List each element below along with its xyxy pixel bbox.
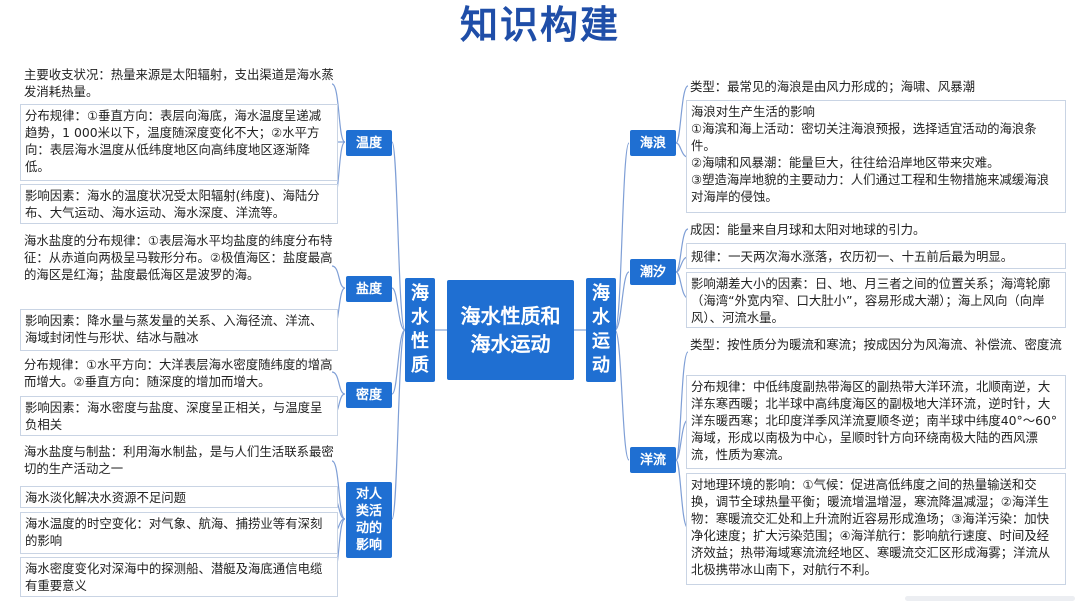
category-waves-label: 海浪 — [639, 135, 666, 151]
impact-item-density: 海水密度变化对深海中的探测船、潜艇及海底通信电缆有重要意义 — [20, 557, 338, 597]
category-temperature: 温度 — [346, 130, 392, 156]
category-temperature-label: 温度 — [355, 135, 382, 151]
temperature-item-income: 主要收支状况：热量来源是太阳辐射，支出渠道是海水蒸发消耗热量。 — [24, 67, 334, 99]
temperature-item-distribution: 分布规律：①垂直方向：表层向海底，海水温度呈递减趋势，1 000米以下，温度随深… — [20, 104, 338, 181]
category-tides: 潮汐 — [630, 259, 676, 285]
category-salinity-label: 盐度 — [355, 281, 382, 297]
category-salinity: 盐度 — [346, 276, 392, 302]
footer-shadow — [905, 596, 1075, 601]
category-density-label: 密度 — [355, 387, 382, 403]
category-tides-label: 潮汐 — [639, 264, 666, 280]
impact-item-temperature: 海水温度的时空变化：对气象、航海、捕捞业等有深刻的影响 — [20, 512, 338, 554]
tides-item-cause: 成因：能量来自月球和太阳对地球的引力。 — [690, 222, 926, 237]
density-item-distribution: 分布规律：①水平方向：大洋表层海水密度随纬度的增高而增大。②垂直方向：随深度的增… — [24, 357, 333, 389]
currents-item-distribution: 分布规律：中低纬度副热带海区的副热带大洋环流，北顺南逆，大洋东寒西暖；北半球中高… — [686, 375, 1066, 469]
category-currents-label: 洋流 — [639, 452, 666, 468]
category-human-impact: 对人类活动的影响 — [346, 482, 392, 558]
currents-item-impact: 对地理环境的影响：①气候：促进高低纬度之间的热量输送和交换，调节全球热量平衡；暖… — [686, 473, 1066, 585]
page-title: 知识构建 — [459, 3, 620, 47]
tides-item-pattern: 规律：一天两次海水涨落，农历初一、十五前后最为明显。 — [686, 243, 1066, 269]
waves-item-impact: 海浪对生产生活的影响 ①海滨和海上活动：密切关注海浪预报，选择适宜活动的海浪条件… — [686, 100, 1066, 213]
salinity-item-factors: 影响因素：降水量与蒸发量的关系、入海径流、洋流、海域封闭性与形状、结冰与融冰 — [20, 309, 338, 351]
currents-item-types: 类型：按性质分为暖流和寒流；按成因分为风海流、补偿流、密度流 — [690, 337, 1062, 352]
temperature-item-factors: 影响因素：海水的温度状况受太阳辐射(纬度)、海陆分布、大气运动、海水运动、海水深… — [20, 184, 338, 224]
tides-item-factors: 影响潮差大小的因素：日、地、月三者之间的位置关系；海湾轮廓（海湾“外宽内窄、口大… — [686, 272, 1066, 328]
left-main-node: 海水性质 — [405, 278, 435, 382]
category-waves: 海浪 — [630, 130, 676, 156]
left-main-label: 海水性质 — [411, 283, 429, 376]
impact-item-desalination: 海水淡化解决水资源不足问题 — [20, 486, 338, 508]
center-node: 海水性质和海水运动 — [447, 280, 574, 380]
category-human-impact-label: 对人类活动的影响 — [355, 487, 382, 553]
density-item-factors: 影响因素：海水密度与盐度、深度呈正相关，与温度呈负相关 — [20, 396, 338, 436]
waves-item-types: 类型：最常见的海浪是由风力形成的；海啸、风暴潮 — [690, 79, 975, 94]
category-currents: 洋流 — [630, 447, 676, 473]
impact-item-salt: 海水盐度与制盐：利用海水制盐，是与人们生活联系最密切的生产活动之一 — [24, 444, 334, 476]
salinity-item-distribution: 海水盐度的分布规律：①表层海水平均盐度的纬度分布特征：从赤道向两极呈马鞍形分布。… — [24, 233, 333, 282]
center-label: 海水性质和海水运动 — [460, 304, 561, 356]
right-main-label: 海水运动 — [592, 283, 610, 376]
right-main-node: 海水运动 — [586, 278, 616, 382]
category-density: 密度 — [346, 382, 392, 408]
